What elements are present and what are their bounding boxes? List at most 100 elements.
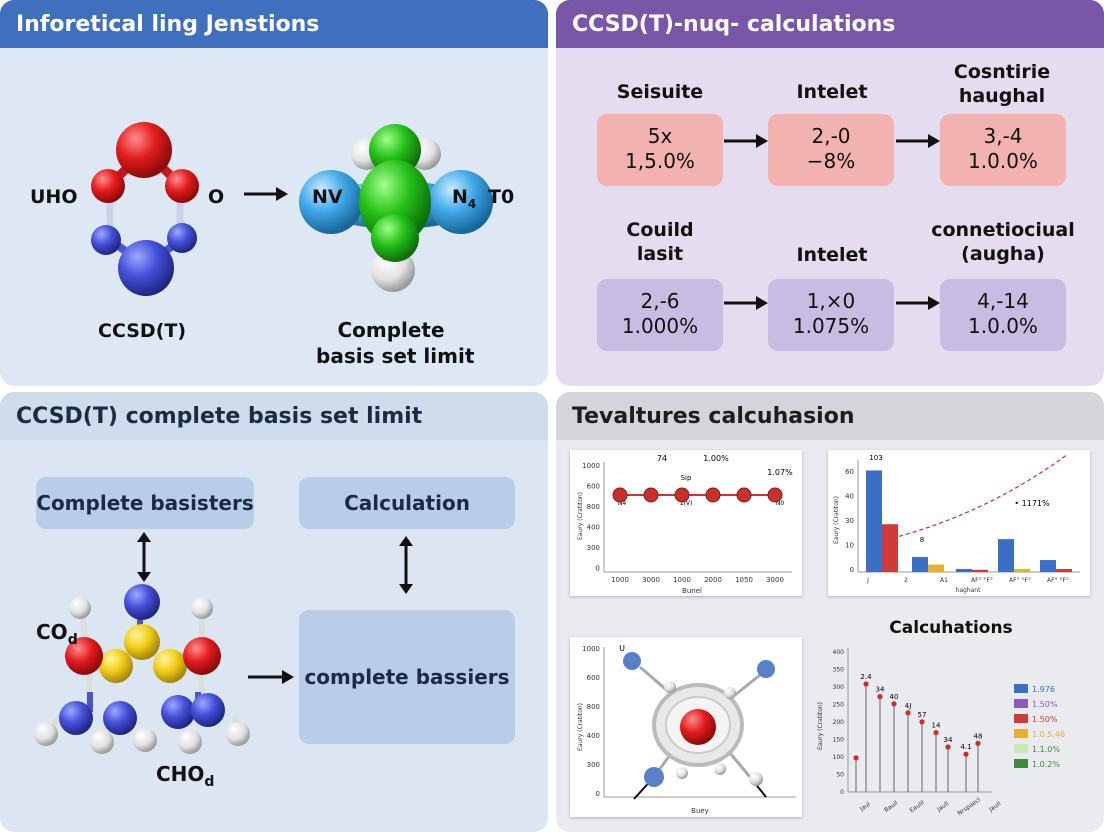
legend-label: 1.0.5.46 [1032,730,1065,739]
y-tick-label: 300 [587,761,600,769]
legend-label: 1.50% [1032,700,1058,709]
molecule-label-n4: N4 [452,186,477,211]
bar [928,564,944,572]
y-tick-label: 300 [833,684,845,691]
point-label: 57 [918,711,927,719]
legend-label: 1.0.2% [1032,760,1060,769]
data-point [919,719,925,725]
x-tick-label: 2 [904,577,908,584]
chart-sub-label: Sip [681,474,692,482]
data-point [905,710,911,716]
y-tick-label: 10 [845,542,854,550]
x-tick-label: Jaull [935,800,950,814]
legend-swatch [1014,699,1028,708]
legend-swatch [1014,744,1028,753]
caption-ccsd: CCSD(T) [98,320,187,342]
bar [912,557,928,572]
data-point [891,701,897,707]
chart-label: U [619,644,625,653]
y-tick-label: 1000 [582,645,600,653]
molecule-label-chod: CHOd [156,762,215,790]
x-tick-label: 3000 [642,576,660,584]
molecule-label-left: UHO [30,186,78,208]
arrow-right-icon [724,296,768,310]
box-calculation: Calculation [299,477,515,529]
y-tick-label: 50 [836,772,844,779]
legend-label: 1.976 [1032,685,1055,694]
legend-swatch [1014,684,1028,693]
panel-title: CCSD(T) complete basis set limit [0,392,548,440]
chart-top-label: 1.07% [767,468,793,477]
x-tick-label: Nrspaecl [956,796,982,817]
y-tick-label: 800 [587,703,600,711]
point-label: 2.4 [860,673,872,681]
x-tick-label: A1 [940,577,948,584]
data-point [945,744,951,750]
panel-cbs-limit: CCSD(T) complete basis set limit Complet… [0,392,548,832]
data-point [963,751,969,757]
chart-xlabel: Buey [691,807,709,815]
x-tick-label: AF° °F° [1047,577,1069,584]
row2-head-3: connetiociual (augha) [931,219,1075,265]
y-tick-label: 200 [833,719,845,726]
molecule-label-t0: T0 [488,186,515,208]
y-tick-label: 150 [833,737,845,744]
y-tick-label: 40 [845,493,854,501]
point-label: 34 [944,736,953,744]
x-tick-label: 1000 [611,576,629,584]
row1-box-2: 2,-0−8% [768,114,894,186]
molecule-label-nv: NV [312,186,343,208]
y-tick-label: 100 [833,754,845,761]
y-tick-label: 250 [833,702,845,709]
data-point [612,487,628,503]
x-tick-label: J [866,577,869,584]
row2-head-2: Intelet [796,244,868,266]
x-tick-label: 3000 [766,576,784,584]
row2-head-1: Couild lasit [626,219,694,265]
arrow-right-icon [724,134,768,148]
molecule-large-illustration [34,584,250,754]
data-point [933,730,939,736]
point-label: 40 [890,693,899,701]
arrow-right-icon [244,187,288,201]
molecule-ccsd-illustration [91,122,199,296]
legend-swatch [1014,759,1028,768]
arrow-right-icon [248,670,294,684]
y-tick-label: 0 [850,566,854,574]
data-point [674,487,690,503]
chart-xlabel: Bunel [682,587,702,595]
y-tick-label: 30 [845,517,854,525]
panel-theory: Inforetical ling Jenstions UHO O [0,0,548,386]
bar [1056,569,1072,572]
y-tick-label: 400 [833,649,845,656]
x-tick-label: AF° °F° [971,577,993,584]
y-tick-label: 300 [587,544,600,552]
chart-ylabel: Eaury (Cratiton) [577,492,584,540]
box-complete-basisters: Complete basisters [36,477,254,529]
point-label: 34 [876,686,885,694]
molecule-cbs-illustration [299,124,493,292]
data-point [736,487,752,503]
box-complete-bassiers: complete bassiers [299,610,515,744]
chart-top-label: 74 [657,454,667,463]
chart-top-label: 103 [869,454,882,462]
bar [866,470,882,572]
y-tick-label: 600 [587,674,600,682]
chart-ylabel: Eaury (Cratiton) [577,703,584,751]
data-point [767,487,783,503]
molecule-label-mid: O [208,186,225,208]
arrow-right-icon [896,296,940,310]
bar [972,569,988,572]
arrow-right-icon [896,134,940,148]
point-label: 48 [974,732,983,740]
x-tick-label: 1050 [735,576,753,584]
